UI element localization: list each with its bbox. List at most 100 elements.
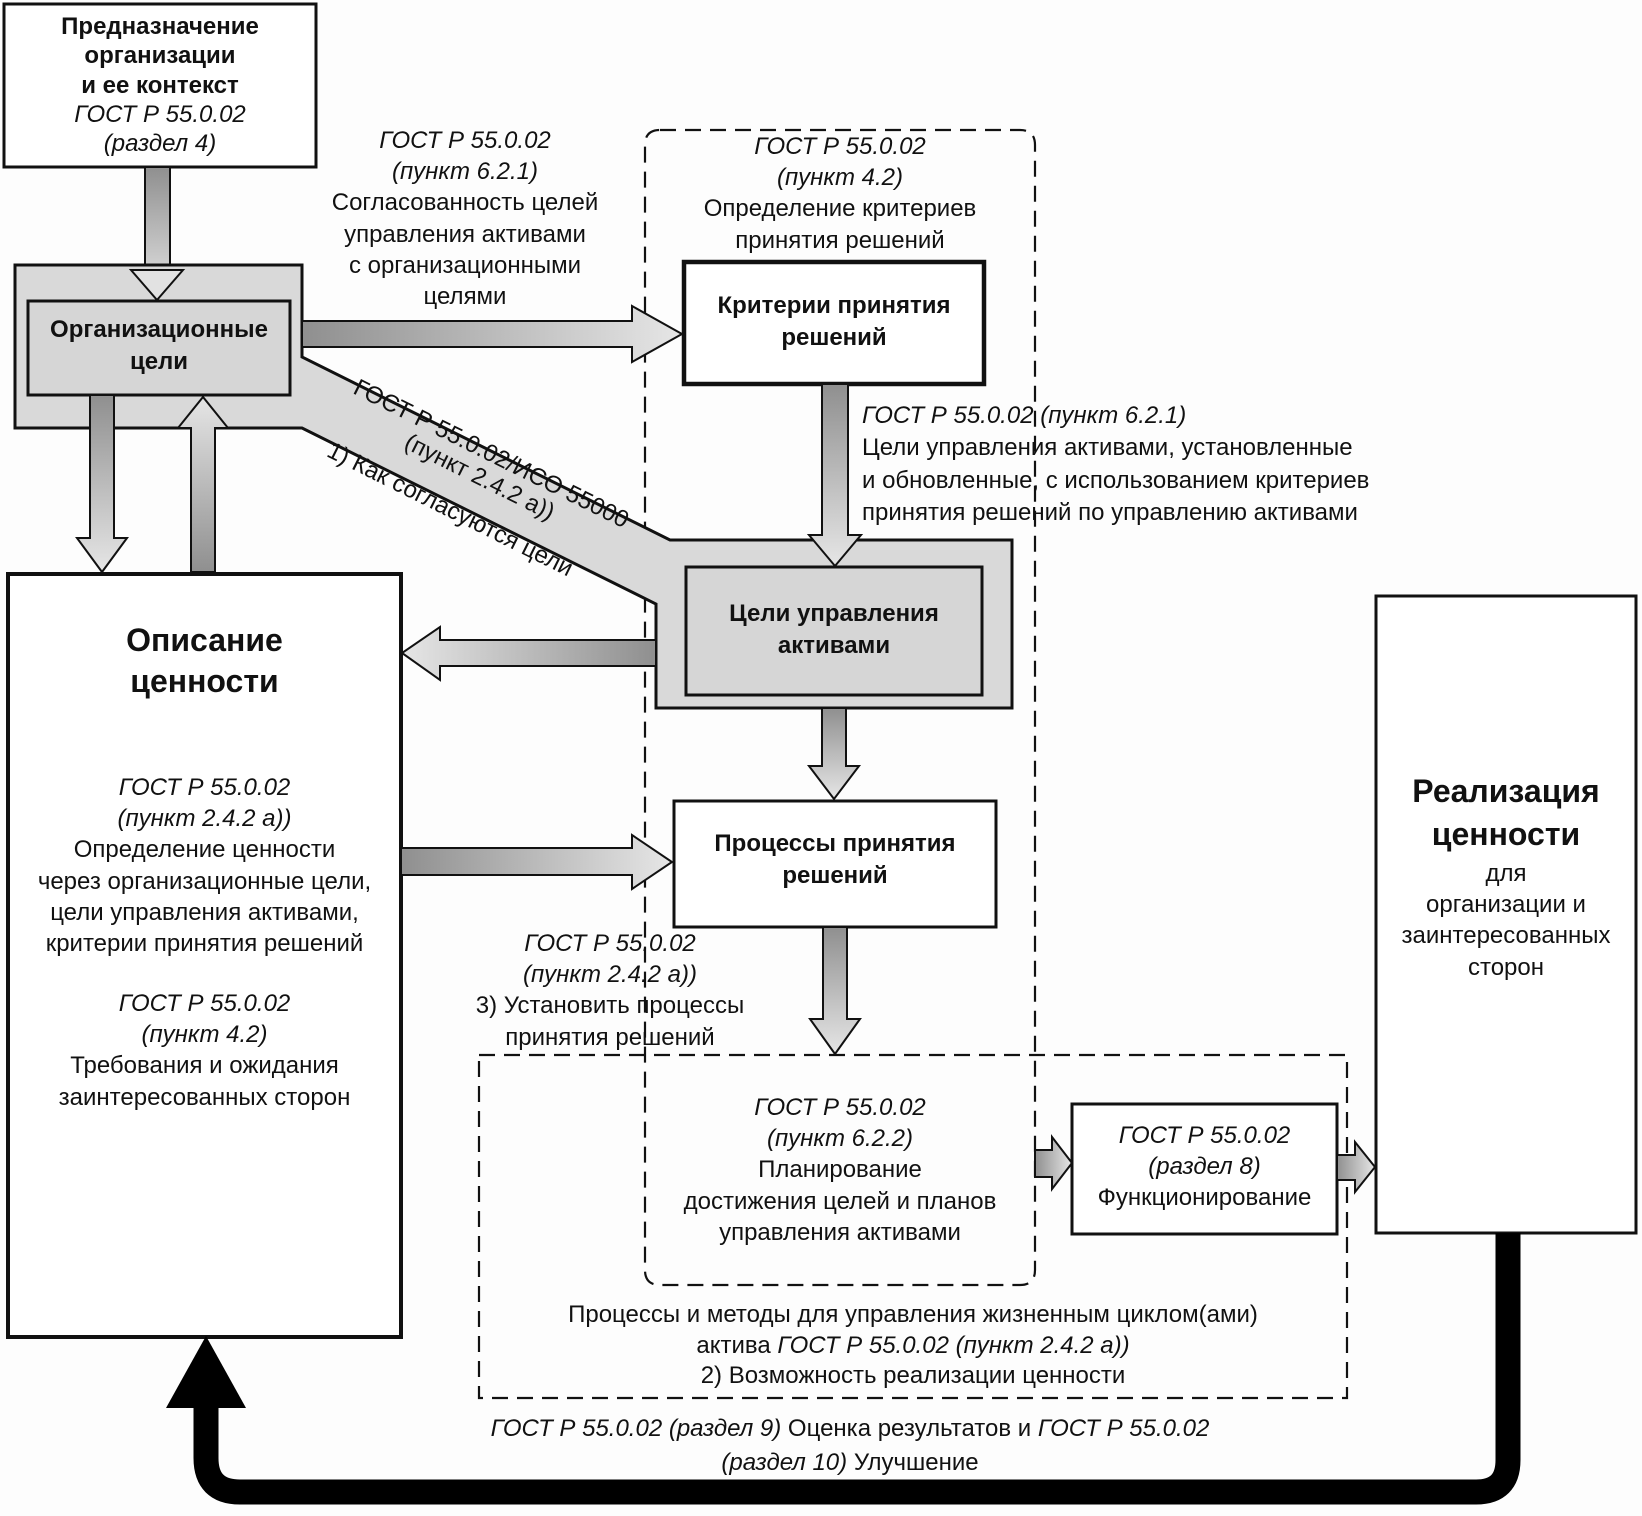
decision-processes-title-line: решений	[782, 861, 888, 889]
value-description-ref-line: ГОСТ Р 55.0.02	[118, 990, 291, 1017]
arrow-am-goals-to-value-description	[400, 625, 657, 682]
am-goals-title-line: Цели управления	[729, 600, 939, 627]
feedback-plain: Улучшение	[847, 1448, 979, 1476]
value-realization-text-line: заинтересованных	[1401, 922, 1611, 950]
establish-ref-line: (пункт 2.4.2 а))	[522, 961, 698, 989]
value-realization-text-line: сторон	[1467, 953, 1545, 981]
arrow-operation-to-value-realization	[1336, 1139, 1377, 1195]
arrow-criteria-to-am-goals	[806, 383, 864, 568]
establish-ref-line: ГОСТ Р 55.0.02	[524, 930, 696, 957]
value-description-ref-line: (пункт 4.2)	[141, 1021, 268, 1049]
value-description-ref-line: ГОСТ Р 55.0.02	[118, 774, 291, 801]
dashed-region-decision	[643, 128, 1037, 1287]
purpose-ref-line: (раздел 4)	[103, 130, 217, 158]
am-goals-box: Цели управления активами	[686, 598, 982, 661]
planning-ref-line: ГОСТ Р 55.0.02	[754, 1094, 926, 1121]
am-goals-text-line: Цели управления активами, установленные	[862, 434, 1353, 462]
value-description-title-line: Описание	[126, 622, 283, 658]
purpose-title-line: Предназначение	[61, 13, 259, 40]
criteria-text-line: принятия решений	[735, 226, 945, 254]
alignment-text-line: с организационными	[348, 251, 582, 279]
purpose-box: Предназначение организации и ее контекст…	[4, 12, 316, 158]
lifecycle-ref-line-wrap: актива ГОСТ Р 55.0.02 (пункт 2.4.2 а))	[479, 1331, 1347, 1362]
arrow-value-description-to-decision-processes	[400, 833, 674, 891]
lifecycle-text-line: Процессы и методы для управления жизненн…	[568, 1301, 1258, 1328]
feedback-ref: ГОСТ Р 55.0.02	[1037, 1415, 1210, 1442]
am-goals-ref-line: ГОСТ Р 55.0.02 (пункт 6.2.1)	[862, 402, 1187, 429]
org-goals-box-shape	[26, 299, 292, 397]
value-description-section2: ГОСТ Р 55.0.02 (пункт 4.2) Требования и …	[8, 988, 401, 1113]
criteria-title-line: решений	[781, 323, 887, 351]
value-description-text-line: заинтересованных сторон	[58, 1083, 351, 1111]
operation-box: ГОСТ Р 55.0.02 (раздел 8) Функционирован…	[1072, 1120, 1337, 1214]
purpose-title-line: и ее контекст	[81, 71, 239, 99]
lifecycle-note: Процессы и методы для управления жизненн…	[479, 1300, 1347, 1392]
criteria-note: ГОСТ Р 55.0.02 (пункт 4.2) Определение к…	[660, 131, 1020, 256]
arrow-decision-processes-to-lifecycle	[808, 926, 862, 1056]
alignment-text-line: управления активами	[344, 220, 586, 248]
arrow-planning-to-operation	[1034, 1134, 1074, 1192]
operation-ref-line: ГОСТ Р 55.0.02	[1118, 1122, 1291, 1149]
alignment-ref-line: (пункт 6.2.1)	[391, 158, 539, 186]
purpose-box-shape	[2, 2, 318, 169]
feedback-arrowhead	[166, 1336, 246, 1408]
value-description-text-line: критерии принятия решений	[45, 929, 364, 957]
arrow-org-goals-to-criteria	[301, 304, 685, 364]
feedback-note: ГОСТ Р 55.0.02 (раздел 9) Оценка результ…	[400, 1412, 1300, 1479]
arrow-am-goals-to-decision-processes	[806, 707, 862, 801]
dashed-region-lifecycle	[477, 1053, 1349, 1400]
value-description-title: Описание ценности	[8, 620, 401, 702]
org-goals-title-line: цели	[129, 348, 189, 376]
value-realization-text: для организации и заинтересованных сторо…	[1376, 858, 1636, 983]
criteria-box: Критерии принятия решений	[684, 290, 984, 353]
am-goals-text-line: и обновленные, с использованием критерие…	[862, 466, 1370, 494]
planning-text-line: управления активами	[719, 1218, 961, 1246]
feedback-ref: ГОСТ Р 55.0.02 (раздел 9)	[490, 1415, 782, 1442]
criteria-ref-line: ГОСТ Р 55.0.02	[754, 133, 926, 160]
decision-processes-box-shape	[672, 799, 998, 929]
value-description-text-line: цели управления активами,	[50, 898, 359, 926]
purpose-title-line: организации	[84, 42, 236, 70]
org-goals-title-line: Организационные	[50, 316, 268, 343]
purpose-ref-line: ГОСТ Р 55.0.02	[74, 100, 246, 128]
establish-text-line: принятия решений	[505, 1023, 715, 1051]
planning-text-line: Планирование	[758, 1156, 922, 1184]
feedback-plain: Оценка результатов и	[781, 1415, 1038, 1442]
alignment-ref-line: ГОСТ Р 55.0.02	[379, 127, 551, 154]
org-goals-box: Организационные цели	[28, 314, 290, 379]
value-realization-text-line: для	[1485, 860, 1527, 887]
criteria-ref-line: (пункт 4.2)	[776, 164, 904, 192]
arrow-org-goals-to-value-description	[75, 394, 129, 574]
am-goals-note: ГОСТ Р 55.0.02 (пункт 6.2.1) Цели управл…	[862, 400, 1482, 530]
am-goals-box-shape	[684, 565, 984, 697]
operation-text: Функционирование	[1097, 1184, 1312, 1212]
feedback-arrow	[193, 1233, 1521, 1505]
alignment-text-line: целями	[423, 282, 507, 310]
feedback-line-2: (раздел 10) Улучшение	[400, 1446, 1300, 1480]
value-realization-box-shape	[1374, 594, 1638, 1235]
value-description-text-line: через организационные цели,	[37, 867, 372, 895]
value-description-text-line: Требования и ожидания	[70, 1052, 339, 1080]
value-description-ref-line: (пункт 2.4.2 а))	[117, 805, 292, 833]
value-description-box-shape	[6, 572, 403, 1339]
arrow-value-description-to-org-goals	[175, 395, 231, 573]
alignment-text-line: Согласованность целей	[331, 189, 599, 217]
feedback-line-1: ГОСТ Р 55.0.02 (раздел 9) Оценка результ…	[400, 1412, 1300, 1446]
value-description-text-line: Определение ценности	[73, 836, 336, 864]
criteria-title-line: Критерии принятия	[717, 292, 951, 319]
value-description-title-line: ценности	[130, 662, 279, 699]
value-realization-title-line: ценности	[1431, 816, 1581, 853]
lifecycle-text-line: 2) Возможность реализации ценности	[700, 1362, 1126, 1390]
value-realization-text-line: организации и	[1426, 891, 1586, 919]
planning-text-line: достижения целей и планов	[683, 1187, 997, 1215]
planning-ref-line: (пункт 6.2.2)	[766, 1125, 914, 1153]
operation-box-shape	[1070, 1102, 1339, 1236]
decision-processes-box: Процессы принятия решений	[674, 828, 996, 891]
am-goals-title-line: активами	[777, 631, 891, 659]
decision-processes-title-line: Процессы принятия	[714, 830, 956, 857]
operation-ref-line: (раздел 8)	[1148, 1153, 1261, 1181]
criteria-text-line: Определение критериев	[703, 195, 977, 223]
alignment-note: ГОСТ Р 55.0.02 (пункт 6.2.1) Согласованн…	[300, 125, 630, 312]
